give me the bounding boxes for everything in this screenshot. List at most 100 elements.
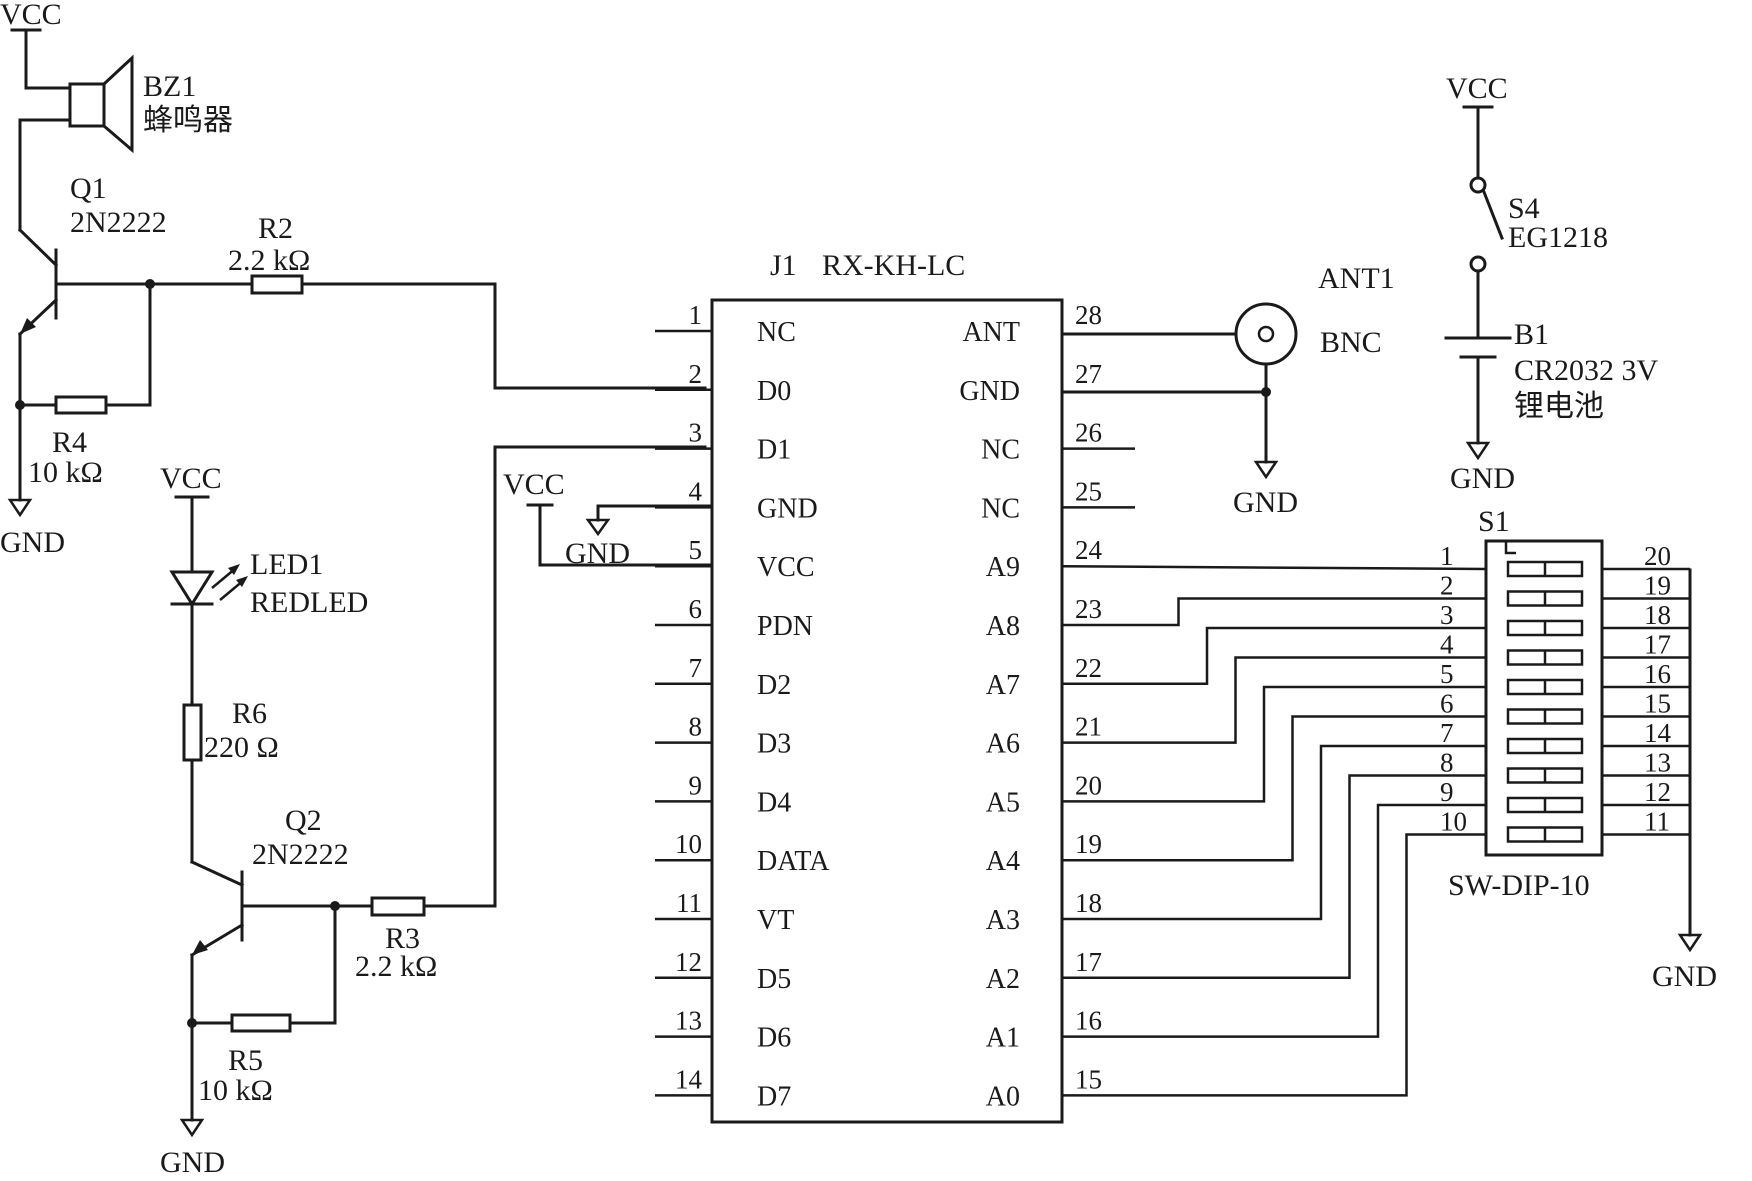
bz1-desc: 蜂鸣器 bbox=[143, 104, 233, 137]
vcc-symbol-buzzer: VCC bbox=[0, 0, 62, 50]
resistor-r3: R3 2.2 kΩ bbox=[330, 445, 707, 983]
resistor-r2: R2 2.2 kΩ bbox=[145, 212, 707, 390]
pin-number: 12 bbox=[675, 947, 702, 977]
pin-number: 26 bbox=[1075, 418, 1102, 448]
pin-name: D7 bbox=[757, 1081, 791, 1112]
antenna-ant1: GND ANT1 BNC bbox=[1060, 262, 1395, 519]
address-wire-2 bbox=[1062, 597, 1486, 627]
pin-number: 28 bbox=[1075, 300, 1102, 330]
pin-number: 22 bbox=[1075, 653, 1102, 683]
pin-number: 14 bbox=[675, 1064, 703, 1094]
r6-value: 220 Ω bbox=[204, 731, 279, 764]
pin-number: 10 bbox=[675, 829, 702, 859]
address-wire-9 bbox=[1062, 803, 1486, 1038]
r2-ref: R2 bbox=[258, 212, 293, 245]
j1-pin-9: 9D4 bbox=[655, 770, 791, 818]
pin-name: A3 bbox=[986, 905, 1020, 936]
pin-number: 27 bbox=[1075, 359, 1102, 389]
s1-switch-9: 9 12 bbox=[1440, 777, 1690, 814]
j1-pin-3: 3D1 bbox=[655, 418, 791, 466]
pin-number: 2 bbox=[1440, 571, 1454, 601]
r3-value: 2.2 kΩ bbox=[355, 950, 437, 983]
pin-number: 7 bbox=[689, 653, 703, 683]
pin-number: 7 bbox=[1440, 718, 1454, 748]
b1-ref: B1 bbox=[1514, 318, 1549, 351]
address-wire-7 bbox=[1062, 744, 1486, 921]
pin-name: A1 bbox=[986, 1023, 1020, 1054]
pin-name: NC bbox=[981, 435, 1020, 466]
pin-number: 4 bbox=[689, 476, 703, 506]
pin-number: 3 bbox=[1440, 600, 1454, 630]
gnd-label: GND bbox=[160, 1146, 225, 1179]
address-wire-6 bbox=[1062, 715, 1486, 862]
q1-ref: Q1 bbox=[70, 172, 107, 205]
pin-number: 13 bbox=[675, 1006, 702, 1036]
pin-name: D2 bbox=[757, 670, 791, 701]
pin-name: A7 bbox=[986, 670, 1020, 701]
pin-name: D6 bbox=[757, 1023, 791, 1054]
pin-number: 3 bbox=[689, 418, 703, 448]
pin-name: GND bbox=[757, 493, 818, 524]
vcc-label: VCC bbox=[160, 462, 222, 495]
address-wire-1 bbox=[1061, 564, 1487, 571]
pin-number: 6 bbox=[689, 594, 703, 624]
b1-part: CR2032 3V bbox=[1514, 354, 1659, 387]
address-wire-5 bbox=[1062, 685, 1486, 803]
gnd-label: GND bbox=[565, 537, 630, 570]
pin-number: 14 bbox=[1644, 718, 1672, 748]
pin-number: 10 bbox=[1440, 807, 1467, 837]
pin-number: 1 bbox=[689, 300, 703, 330]
s4-part: EG1218 bbox=[1508, 221, 1608, 254]
pin-name: PDN bbox=[757, 611, 813, 642]
resistor-r5: R5 10 kΩ bbox=[187, 904, 337, 1107]
pin-number: 20 bbox=[1075, 770, 1102, 800]
pin-number: 15 bbox=[1644, 689, 1671, 719]
s1-switch-10: 10 11 bbox=[1440, 807, 1690, 843]
pin-name: A8 bbox=[986, 611, 1020, 642]
pin-name: A2 bbox=[986, 964, 1020, 995]
buzzer-bz1: BZ1 蜂鸣器 bbox=[18, 46, 233, 154]
gnd-symbol-j1: GND bbox=[565, 504, 714, 570]
s1-part: SW-DIP-10 bbox=[1448, 869, 1590, 902]
pin-number: 1 bbox=[1440, 541, 1454, 571]
pin-number: 13 bbox=[1644, 748, 1671, 778]
vcc-label: VCC bbox=[0, 0, 62, 31]
pin-number: 16 bbox=[1644, 659, 1671, 689]
pin-number: 21 bbox=[1075, 712, 1102, 742]
transistor-q1: Q1 2N2222 bbox=[17, 118, 167, 407]
led1-ref: LED1 bbox=[250, 548, 323, 581]
j1-pin-8: 8D3 bbox=[655, 712, 791, 760]
vcc-label: VCC bbox=[503, 468, 565, 501]
pin-name: D3 bbox=[757, 729, 791, 760]
pin-number: 17 bbox=[1644, 630, 1671, 660]
pin-number: 20 bbox=[1644, 541, 1671, 571]
pin-number: 12 bbox=[1644, 777, 1671, 807]
module-j1: J1 RX-KH-LC 1NC2D03D14GND5VCC6PDN7D28D39… bbox=[655, 249, 1135, 1124]
pin-number: 9 bbox=[1440, 777, 1454, 807]
pin-number: 11 bbox=[1644, 807, 1670, 837]
address-wire-3 bbox=[1062, 626, 1486, 686]
r4-value: 10 kΩ bbox=[28, 456, 103, 489]
pin-number: 4 bbox=[1440, 630, 1454, 660]
address-wire-4 bbox=[1062, 656, 1486, 744]
j1-pin-2: 2D0 bbox=[655, 359, 791, 407]
pin-number: 2 bbox=[689, 359, 703, 389]
address-wire-10 bbox=[1062, 833, 1486, 1097]
gnd-label: GND bbox=[1233, 486, 1298, 519]
j1-pin-1: 1NC bbox=[655, 300, 796, 348]
pin-name: VCC bbox=[757, 552, 815, 583]
